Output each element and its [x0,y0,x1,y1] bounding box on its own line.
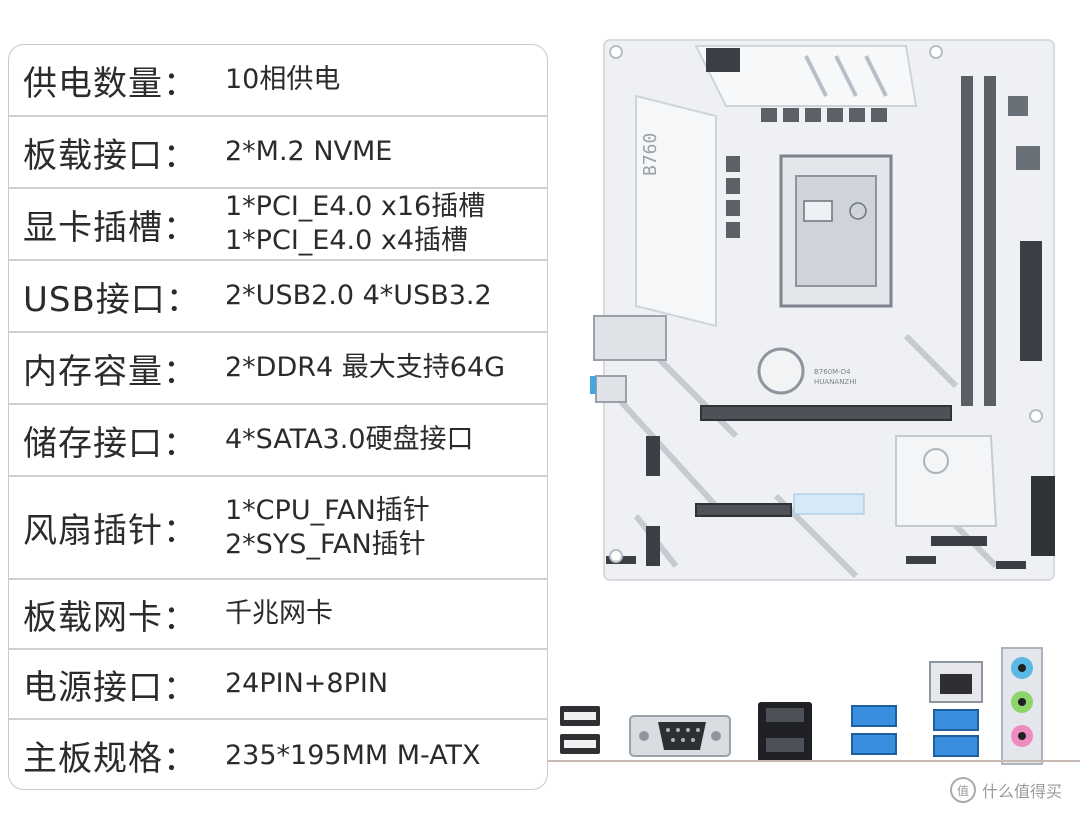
ethernet-port-icon [929,661,983,703]
usb2-port-icon [560,706,600,754]
spec-value: 1*PCI_E4.0 x16插槽 [225,191,486,222]
board-model-print: B760M-D4 [814,368,851,376]
chipset-print: B760 [640,133,661,176]
watermark: 值 什么值得买 [949,777,1062,803]
usb3-port-icon [933,709,979,757]
watermark-text: 什么值得买 [981,782,1062,801]
spec-row-gpu-slots: 显卡插槽： 1*PCI_E4.0 x16插槽 1*PCI_E4.0 x4插槽 [9,189,547,261]
spec-value: 235*195MM M-ATX [225,739,481,771]
audio-jacks-icon [1001,647,1043,765]
spec-row-usb: USB接口： 2*USB2.0 4*USB3.2 [9,261,547,333]
spec-row-form-factor: 主板规格： 235*195MM M-ATX [9,720,547,789]
spec-value: 千兆网卡 [225,598,333,629]
vga-port-icon [629,715,731,757]
spec-label: 供电数量： [23,63,198,104]
spec-table: 供电数量： 10相供电 板载接口： 2*M.2 NVME 显卡插槽： 1*PCI… [8,44,548,790]
spec-label: 风扇插针： [23,511,198,551]
motherboard-image: B760 B760M-D4 HUANANZHI [590,39,1055,581]
display-port-hdmi-icon [758,702,812,762]
brand-print: HUANANZHI [814,378,857,386]
spec-label: USB接口： [23,279,201,320]
spec-label: 储存接口： [23,423,198,464]
spec-row-fan-headers: 风扇插针： 1*CPU_FAN插针 2*SYS_FAN插针 [9,477,547,580]
io-baseline [548,760,1080,762]
spec-row-storage: 储存接口： 4*SATA3.0硬盘接口 [9,405,547,477]
spec-value: 2*USB2.0 4*USB3.2 [225,280,492,311]
spec-value: 2*M.2 NVME [225,136,393,167]
rear-io-ports-image [560,647,1043,765]
usb3-port-icon [851,705,897,755]
spec-row-power-phases: 供电数量： 10相供电 [9,45,547,117]
spec-row-onboard-ports: 板载接口： 2*M.2 NVME [9,117,547,189]
zhi-logo-icon: 值 [949,777,976,803]
spec-label: 板载接口： [23,135,198,176]
spec-value: 10相供电 [225,64,341,95]
spec-value: 2*DDR4 最大支持64G [225,352,506,383]
spec-value: 1*CPU_FAN插针 [225,494,430,526]
spec-label: 内存容量： [23,351,198,392]
spec-value: 1*PCI_E4.0 x4插槽 [225,225,469,256]
spec-label: 主板规格： [23,739,198,779]
spec-label: 显卡插槽： [23,207,198,248]
spec-value: 2*SYS_FAN插针 [225,528,426,560]
spec-value: 24PIN+8PIN [225,668,389,699]
spec-value: 4*SATA3.0硬盘接口 [225,424,474,455]
spec-row-power-connectors: 电源接口： 24PIN+8PIN [9,650,547,720]
spec-label: 电源接口： [23,667,198,708]
spec-label: 板载网卡： [23,597,198,638]
spec-row-network: 板载网卡： 千兆网卡 [9,580,547,650]
spec-row-memory: 内存容量： 2*DDR4 最大支持64G [9,333,547,405]
